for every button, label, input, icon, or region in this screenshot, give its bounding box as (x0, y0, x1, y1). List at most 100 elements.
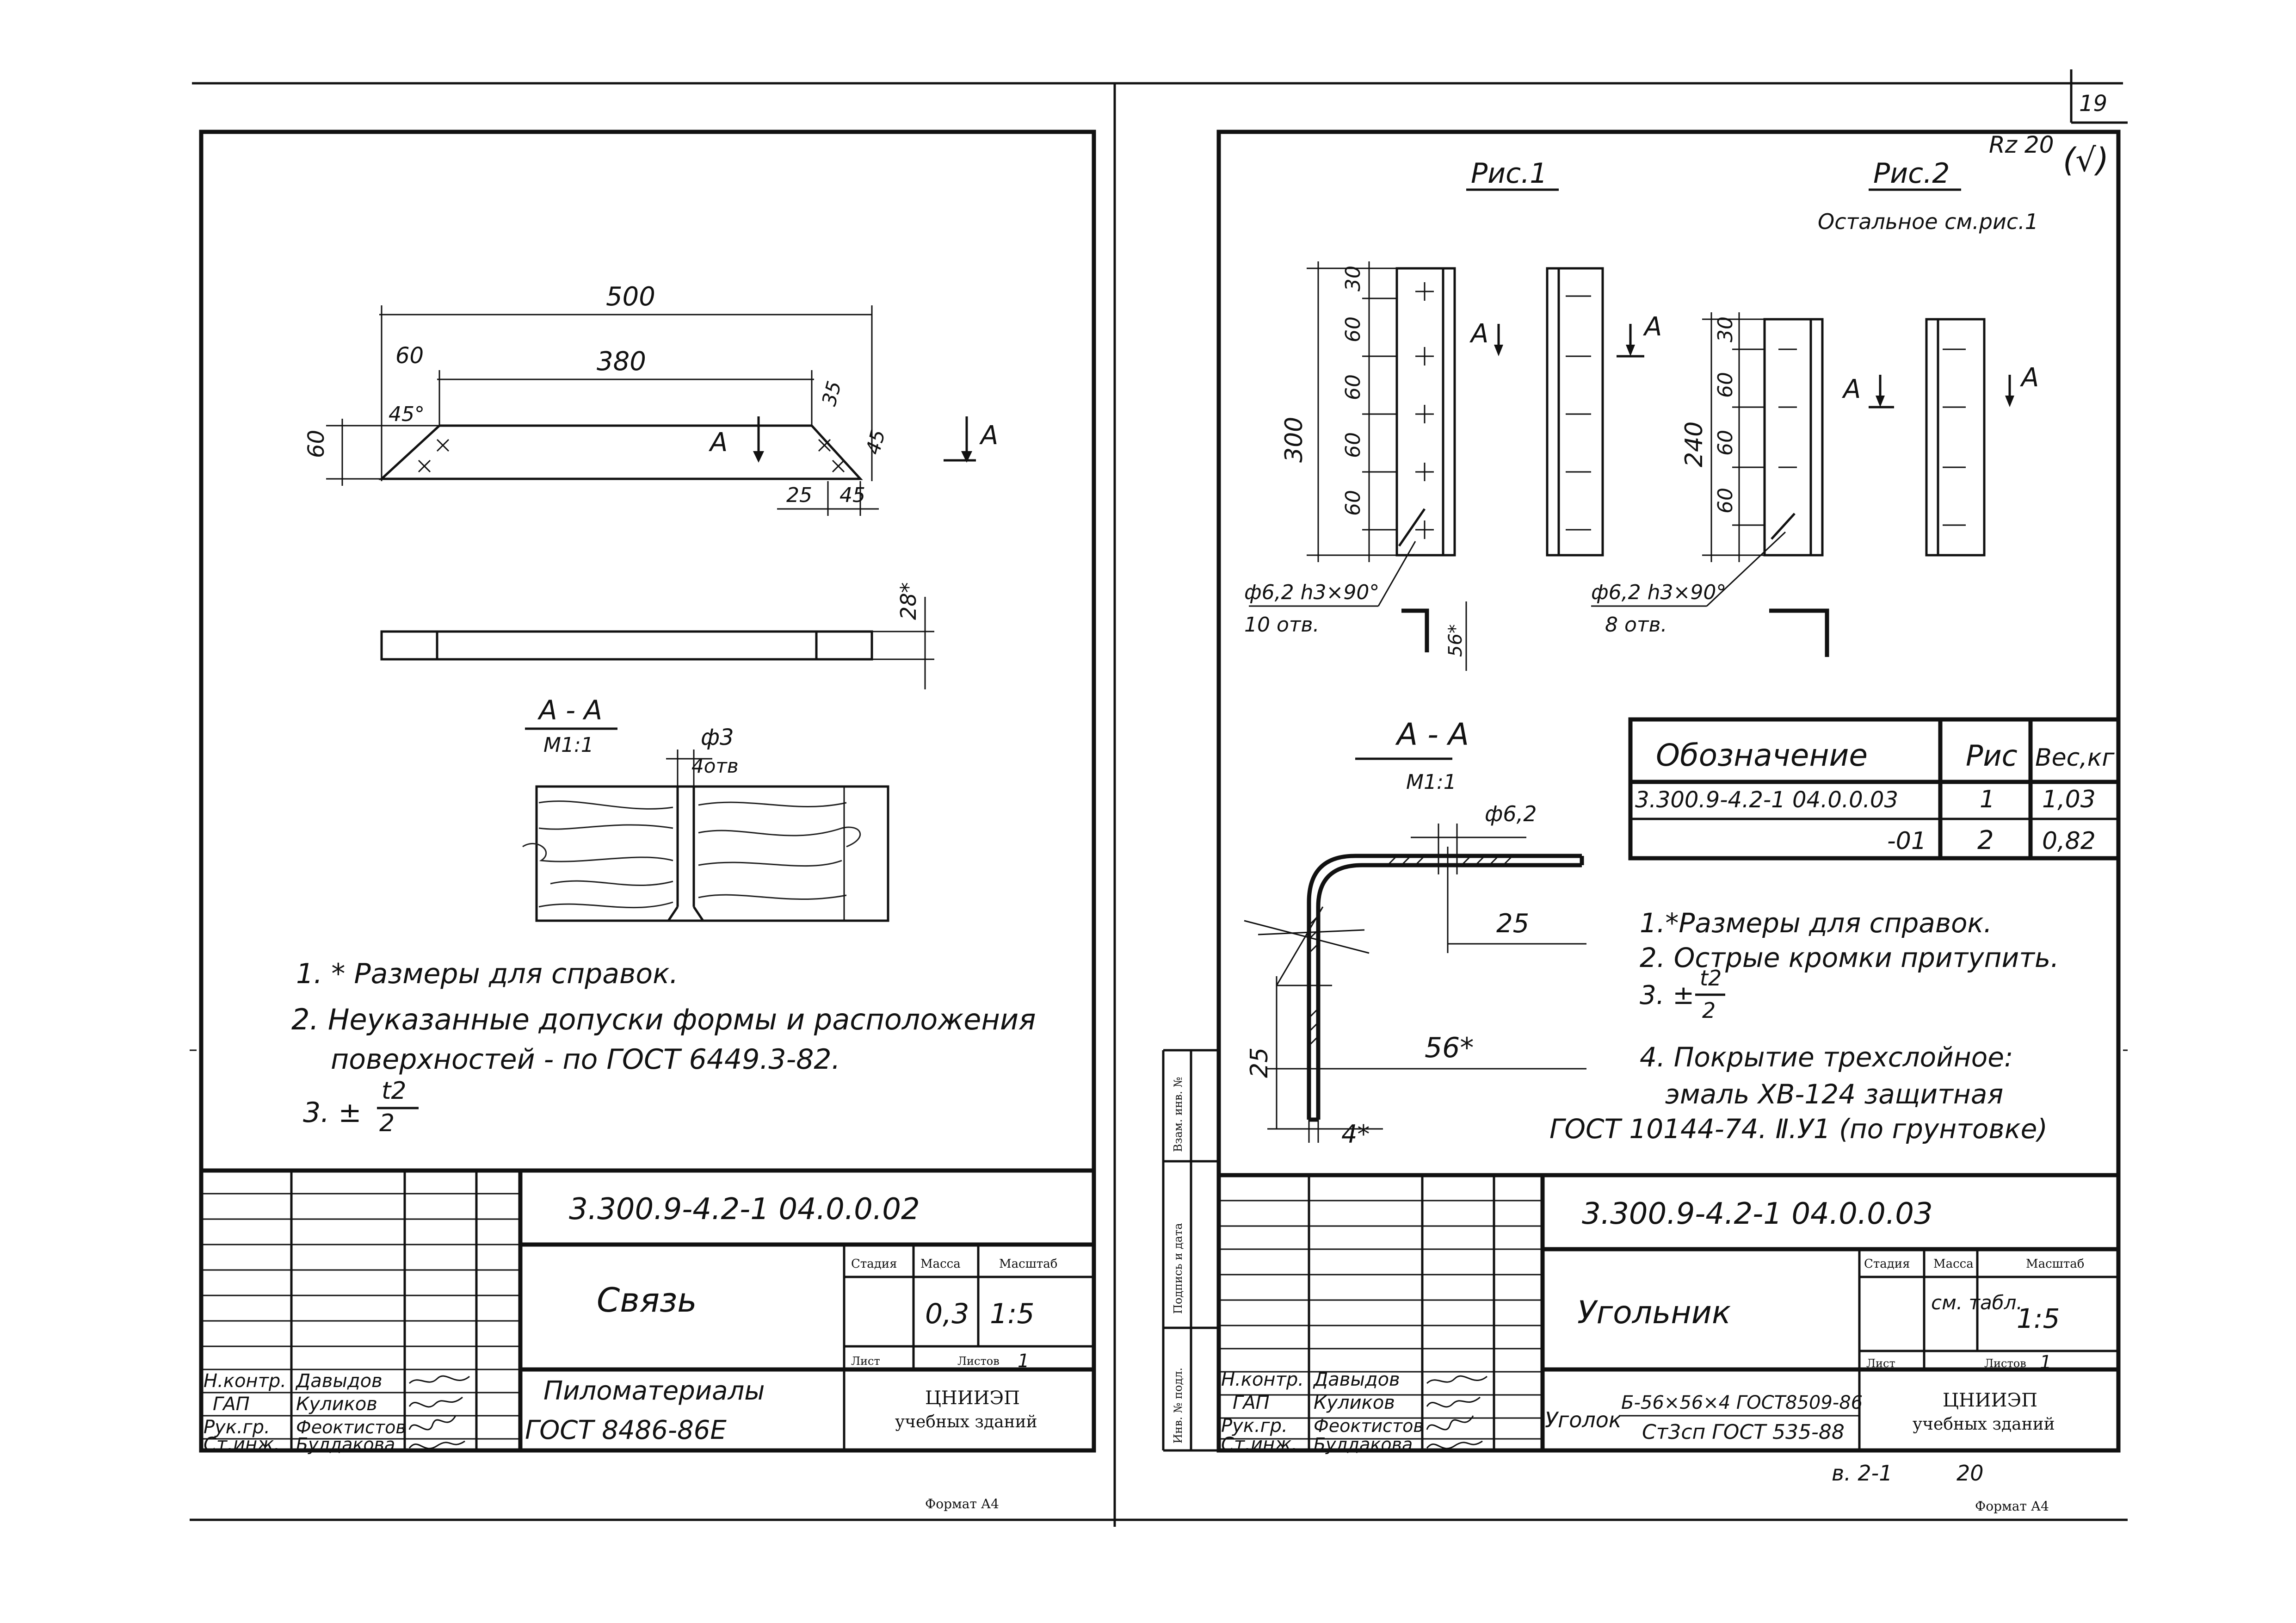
fig1-hole-note: ф6,2 h3×90° (1244, 581, 1379, 604)
section-right-title: А - А (1395, 717, 1469, 752)
fig2-dim-60-a: 60 (1714, 372, 1737, 398)
fig1-dim-56: 56* (1445, 624, 1466, 657)
name-right-3: Феоктистов (1314, 1416, 1424, 1436)
name-right-2: Куликов (1314, 1392, 1395, 1413)
section-right-dim-25v: 25 (1246, 1047, 1273, 1078)
section-scale: М1:1 (543, 733, 594, 757)
side-strip (1162, 1049, 1219, 1452)
name-left-1: Давыдов (295, 1370, 383, 1392)
side-label-3: Инв. № подл. (1172, 1368, 1185, 1443)
format-right: Формат А4 (1975, 1499, 2049, 1514)
org-left-1: ЦНИИЭП (925, 1388, 1020, 1409)
fig1-dim-60-b: 60 (1341, 374, 1365, 400)
right-note-3-denominator: 2 (1702, 998, 1716, 1023)
fig2-note: Остальное см.рис.1 (1818, 209, 2038, 234)
right-note-3-numerator: t2 (1700, 966, 1722, 991)
material-left-2: ГОСТ 8486-86Е (525, 1415, 727, 1445)
right-note-1: 1.*Размеры для справок. (1640, 907, 1992, 939)
signatures-left (408, 1375, 470, 1450)
title-block-left (201, 1168, 1094, 1450)
fig1-title: Рис.1 (1471, 157, 1547, 190)
table-row-2-designation: -01 (1887, 827, 1926, 855)
sheet-label-left: Лист (851, 1355, 880, 1368)
sheet-frame (190, 69, 2128, 1527)
material-prefix-right: Уголок (1545, 1407, 1622, 1432)
fig2-dim-60-b: 60 (1714, 430, 1737, 456)
fig1-dim-300: 300 (1280, 417, 1308, 463)
name-left-4: Булдакова (296, 1434, 395, 1455)
section-right-dim-56: 56* (1425, 1032, 1474, 1064)
section-a-a-title: А - А (537, 694, 602, 726)
designation-left: 3.300.9-4.2-1 04.0.0.02 (569, 1192, 920, 1227)
table-header-fig: Рис (1966, 739, 2018, 773)
fig2-dim-240: 240 (1680, 421, 1708, 467)
right-note-3: 3. ± (1640, 980, 1694, 1010)
fig1-dim-30: 30 (1341, 266, 1365, 291)
sheet-label-right: Лист (1866, 1357, 1895, 1370)
section-mark-a-right: А (979, 421, 998, 451)
mass-label-right: Масса (1933, 1257, 1974, 1271)
section-a-a-left (522, 727, 889, 922)
role-right-4: Ст.инж. (1221, 1434, 1297, 1455)
fig1-dim-60-d: 60 (1341, 490, 1365, 516)
note-1: 1. * Размеры для справок. (296, 958, 678, 990)
table-row-2-weight: 0,82 (2042, 827, 2096, 855)
role-left-2: ГАП (213, 1394, 250, 1415)
role-right-3: Рук.гр. (1221, 1415, 1288, 1437)
scale-label-right: Масштаб (2026, 1257, 2084, 1271)
note-3: 3. ± (303, 1096, 362, 1129)
sheets-right: 1 (2040, 1352, 2051, 1373)
part-name-left: Связь (597, 1281, 697, 1319)
section-mark-a-left: А (709, 427, 728, 458)
left-drawing: 500 380 60 45° 60 35 45 25 45 А А 28* (199, 130, 1096, 1511)
dim-25: 25 (786, 483, 812, 507)
fig1-dim-60-c: 60 (1341, 432, 1365, 458)
section-right-scale: М1:1 (1406, 770, 1457, 794)
scale-right: 1:5 (2017, 1303, 2060, 1334)
right-note-2: 2. Острые кромки притупить. (1640, 942, 2059, 973)
sheets-label-left: Листов (957, 1355, 1000, 1368)
name-left-3: Феоктистов (296, 1417, 406, 1437)
fig1-section-mark-a: А (1469, 319, 1488, 349)
table-row-1-weight: 1,03 (2042, 786, 2096, 813)
fig2-section-mark-a: А (1842, 374, 1861, 404)
dim-45-side: 45 (861, 427, 889, 457)
stage-label-left: Стадия (851, 1257, 897, 1271)
dim-28: 28* (896, 582, 921, 620)
right-note-4: 4. Покрытие трехслойное: (1640, 1041, 2013, 1073)
role-right-2: ГАП (1233, 1392, 1270, 1413)
side-label-1: Взам. инв. № (1172, 1077, 1185, 1152)
roughness-bracket: (√) (2063, 141, 2109, 179)
name-right-4: Булдакова (1314, 1434, 1413, 1455)
table-row-1-fig: 1 (1980, 786, 1995, 813)
bottom-num: 20 (1957, 1461, 1984, 1486)
right-note-4-cont-1: эмаль ХВ-124 защитная (1665, 1078, 2003, 1110)
dim-35: 35 (817, 378, 846, 408)
dim-45-angle: 45° (389, 403, 425, 426)
hole-count: 4отв (691, 755, 739, 777)
dim-380: 380 (597, 347, 646, 377)
roughness-mark: Rz 20 (1989, 131, 2054, 158)
signatures-right (1426, 1375, 1487, 1450)
fig2-angle-views (1591, 312, 2014, 657)
role-left-3: Рук.гр. (204, 1417, 270, 1438)
fig2-section-mark-a-2: А (2020, 363, 2039, 393)
note-3-denominator: 2 (379, 1109, 395, 1137)
table-header-designation: Обозначение (1656, 737, 1868, 773)
brace-plan-view (326, 305, 976, 516)
fig1-angle-views (1249, 261, 1644, 671)
dim-60-top: 60 (395, 343, 424, 369)
name-left-2: Куликов (296, 1394, 377, 1415)
material-right-2: Ст3сп ГОСТ 535-88 (1642, 1420, 1845, 1444)
spec-table (1628, 717, 2121, 861)
fig1-dim-60-a: 60 (1341, 316, 1365, 342)
role-left-1: Н.контр. (204, 1370, 286, 1392)
dim-60-side: 60 (303, 430, 329, 458)
right-drawing: Взам. инв. № Подпись и дата Инв. № подл.… (1162, 130, 2121, 1514)
org-left-2: учебных зданий (895, 1412, 1037, 1431)
bottom-code: в. 2-1 (1832, 1461, 1893, 1486)
section-a-a-right (1244, 757, 1586, 1143)
fig2-dim-30: 30 (1714, 316, 1737, 342)
dim-500: 500 (606, 282, 655, 312)
